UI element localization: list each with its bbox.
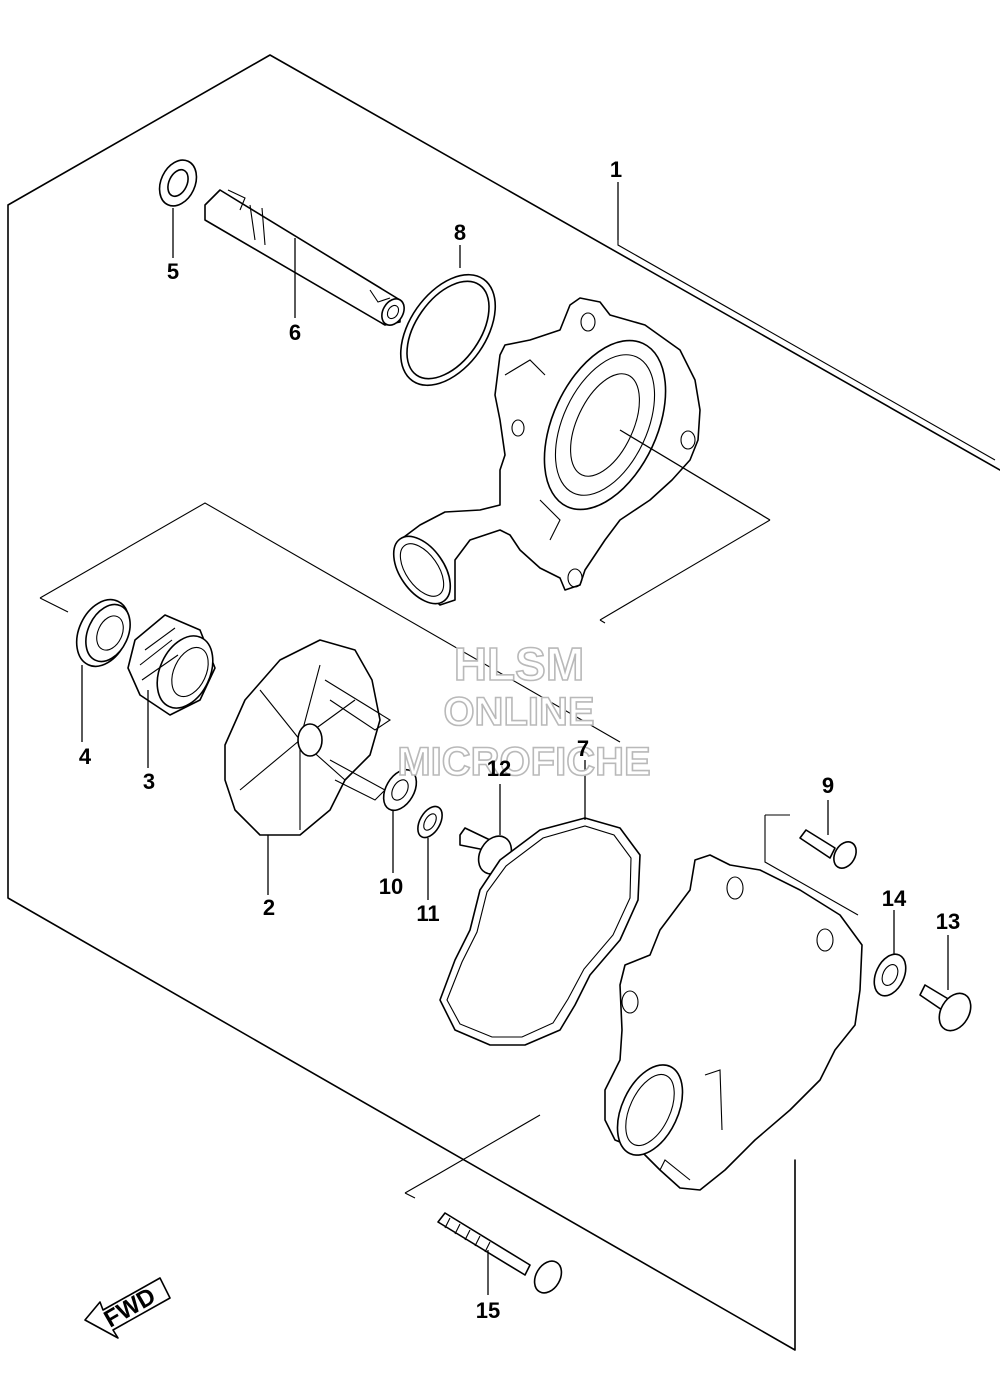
callout-14: 14 — [882, 886, 907, 911]
callout-5: 5 — [167, 259, 179, 284]
cover-group-boundary — [764, 814, 859, 916]
washer-part-11 — [417, 805, 443, 839]
callout-11: 11 — [416, 901, 439, 926]
washer-part-14 — [873, 953, 907, 997]
gasket-part-7 — [439, 817, 641, 1046]
shaft-part-6 — [204, 189, 405, 326]
fwd-label: FWD — [100, 1282, 161, 1333]
watermark-line-1: HLSM — [454, 638, 584, 690]
screw-part-9 — [799, 829, 857, 869]
callout-2: 2 — [263, 895, 275, 920]
bolt-part-13 — [919, 984, 972, 1032]
mechanical-seal-part-3 — [127, 614, 216, 716]
watermark-line-2: ONLINE — [443, 690, 594, 734]
o-ring-part-8 — [399, 273, 497, 387]
pump-cover — [604, 854, 863, 1191]
callout-10: 10 — [379, 874, 403, 899]
pump-housing-part-1 — [392, 297, 701, 606]
callout-4: 4 — [79, 744, 92, 769]
impeller-part-2 — [224, 639, 392, 836]
impeller-group-boundary — [39, 502, 621, 743]
callout-9: 9 — [822, 773, 834, 798]
callout-1: 1 — [610, 157, 622, 182]
callout-numbers: 1 2 3 4 5 6 7 8 9 10 11 12 13 14 15 — [79, 157, 960, 1323]
callout-8: 8 — [454, 220, 466, 245]
washer-part-10 — [382, 768, 418, 812]
fwd-arrow-icon: FWD — [84, 1277, 171, 1339]
watermark: HLSM ONLINE MICROFICHE — [397, 637, 652, 785]
callout-3: 3 — [143, 769, 155, 794]
bolt-part-15 — [437, 1212, 563, 1294]
callout-15: 15 — [476, 1298, 500, 1323]
callout-13: 13 — [936, 909, 960, 934]
callout-6: 6 — [289, 320, 301, 345]
assembly-frame — [7, 54, 1000, 1351]
leader-lines — [81, 182, 949, 1295]
washer-part-5 — [158, 159, 198, 207]
callout-12: 12 — [487, 756, 511, 781]
watermark-line-3: MICROFICHE — [397, 740, 650, 784]
callout-7: 7 — [577, 736, 589, 761]
housing-group-boundary — [599, 240, 996, 624]
bolt-group-boundary — [404, 1114, 541, 1199]
oil-seal-part-4 — [75, 598, 131, 668]
